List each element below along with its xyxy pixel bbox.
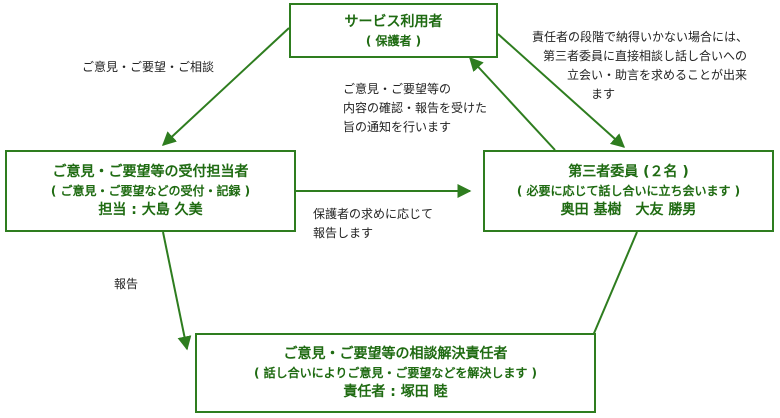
arrow-user-to-reception bbox=[161, 27, 290, 146]
node-third-party-committee: 第三者委員 (２名 ) ( 必要に応じて話し合いに立ち会います ) 奥田 基樹 … bbox=[483, 150, 774, 232]
node-committee-title: 第三者委員 (２名 ) bbox=[568, 164, 689, 180]
node-resolver-subtitle: ( 話し合いによりご意見・ご要望などを解決します ) bbox=[253, 366, 538, 380]
node-service-user-subtitle: ( 保護者 ) bbox=[365, 33, 422, 48]
node-reception-title: ご意見・ご要望等の受付担当者 bbox=[52, 164, 249, 180]
edge-label-committee-to-user: ご意見・ご要望等の 内容の確認・報告を受けた 旨の通知を行います bbox=[343, 82, 488, 134]
edge-label-reception-to-committee: 保護者の求めに応じて 報告します bbox=[313, 207, 434, 240]
node-reception: ご意見・ご要望等の受付担当者 ( ご意見・ご要望などの受付・記録 ) 担当 : … bbox=[5, 150, 296, 232]
node-resolver-person: 責任者 : 塚田 睦 bbox=[343, 384, 448, 400]
edge-label-reception-to-resolver: 報告 bbox=[114, 277, 139, 291]
line-committee-to-resolver bbox=[591, 231, 638, 339]
node-service-user: サービス利用者 ( 保護者 ) bbox=[289, 3, 498, 58]
arrow-committee-to-user bbox=[469, 56, 556, 151]
arrow-user-to-committee bbox=[497, 33, 626, 148]
edge-label-user-to-committee: 責任者の段階で納得いかない場合には、 第三者委員に直接相談し話し合いへの 立会い… bbox=[532, 30, 749, 101]
node-service-user-title: サービス利用者 bbox=[344, 13, 443, 30]
node-committee-person: 奥田 基樹 大友 勝男 bbox=[560, 202, 697, 218]
arrow-reception-to-resolver bbox=[162, 231, 192, 351]
node-resolver-title: ご意見・ご要望等の相談解決責任者 bbox=[283, 346, 508, 362]
node-reception-subtitle: ( ご意見・ご要望などの受付・記録 ) bbox=[50, 184, 251, 198]
node-reception-person: 担当 : 大島 久美 bbox=[98, 202, 203, 218]
edge-label-user-to-reception: ご意見・ご要望・ご相談 bbox=[82, 60, 215, 74]
node-committee-subtitle: ( 必要に応じて話し合いに立ち会います ) bbox=[516, 184, 741, 198]
node-resolver: ご意見・ご要望等の相談解決責任者 ( 話し合いによりご意見・ご要望などを解決しま… bbox=[195, 333, 596, 413]
